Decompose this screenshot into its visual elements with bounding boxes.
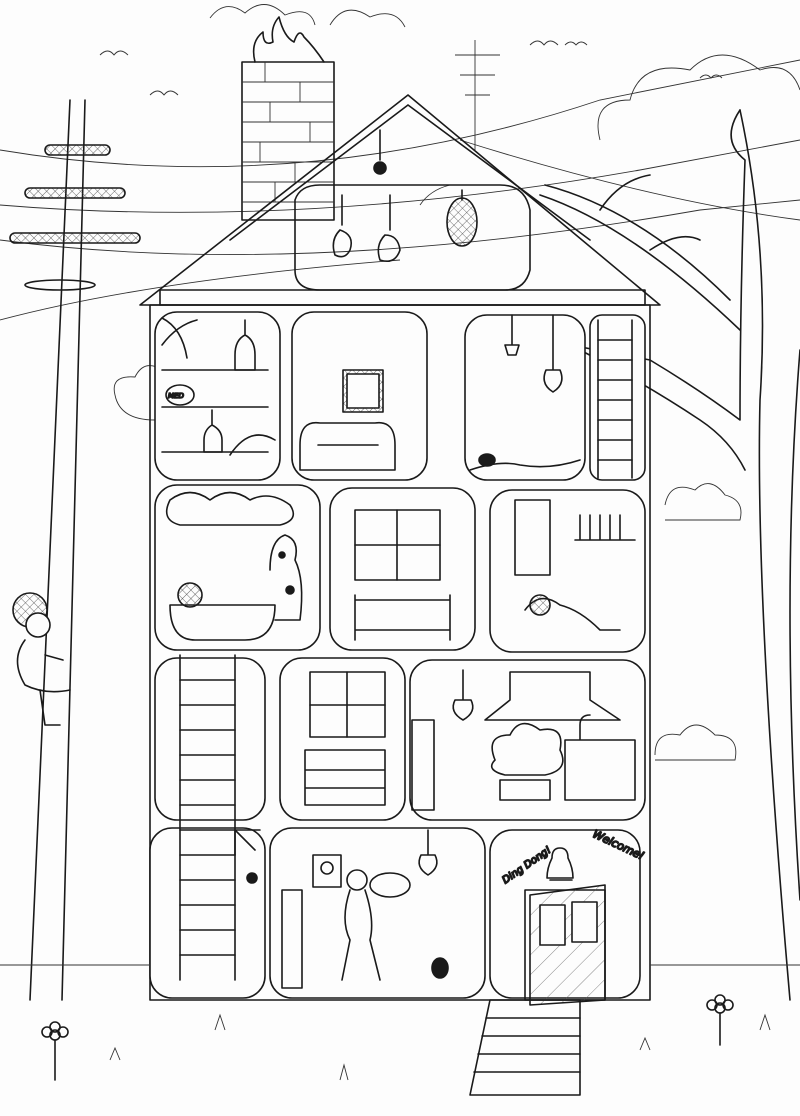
tv-antenna	[455, 40, 500, 150]
front-steps	[469, 999, 581, 1096]
bookshelf	[574, 514, 636, 541]
oven	[499, 779, 551, 801]
doorbell	[546, 847, 574, 881]
range-hood	[484, 671, 621, 721]
room-ladder-ground	[149, 827, 266, 999]
bathroom-scene	[165, 491, 303, 641]
sink-counter	[564, 714, 636, 801]
dalmatian-dog	[269, 534, 303, 621]
mouse-hole	[431, 957, 449, 979]
storage-room-items	[469, 314, 581, 471]
pantry-shelves: MED	[161, 317, 276, 456]
room-kids	[279, 657, 406, 821]
ladder-middle	[179, 654, 261, 981]
spider-web	[234, 829, 261, 856]
hall-door	[281, 889, 303, 989]
bug-net	[369, 872, 411, 898]
chimney-flames	[252, 16, 325, 63]
door	[411, 719, 435, 811]
bald-man-head	[346, 869, 368, 891]
hanging-spider	[246, 872, 258, 884]
clouds	[113, 4, 800, 761]
hanging-bats	[332, 194, 401, 263]
sofa	[299, 421, 396, 471]
bedroom-scene	[354, 509, 451, 641]
smoke-cloud	[490, 722, 564, 776]
living-room-furniture	[299, 369, 396, 471]
chimney	[241, 16, 335, 221]
bed	[354, 594, 451, 641]
room-library	[489, 489, 646, 653]
birds	[99, 40, 723, 96]
house-body	[149, 304, 651, 1001]
dresser	[304, 749, 386, 806]
jar-label: MED	[168, 392, 184, 400]
ladder-top	[597, 319, 633, 479]
wasp-nest	[446, 189, 478, 247]
room-hallway	[269, 827, 486, 999]
spider	[373, 129, 387, 175]
flowers	[41, 994, 734, 1081]
kids-room-scene	[304, 671, 435, 811]
bald-man-body	[341, 889, 381, 981]
room-bathroom	[154, 484, 321, 651]
child-climbing-pole	[12, 592, 71, 726]
person-in-bath	[177, 582, 203, 608]
utility-pole	[9, 99, 141, 1001]
wall-portrait	[312, 854, 342, 888]
portrait	[514, 499, 551, 576]
room-storage	[464, 314, 586, 481]
bathtub	[169, 604, 276, 641]
ground	[0, 964, 800, 1081]
power-lines	[0, 59, 800, 321]
roof	[139, 94, 661, 306]
attic	[294, 129, 531, 291]
library-scene	[514, 499, 636, 631]
room-bedroom	[329, 487, 476, 651]
room-ladder-hall	[154, 657, 266, 821]
kitchen-scene	[452, 669, 636, 801]
hallway-scene	[281, 829, 449, 989]
